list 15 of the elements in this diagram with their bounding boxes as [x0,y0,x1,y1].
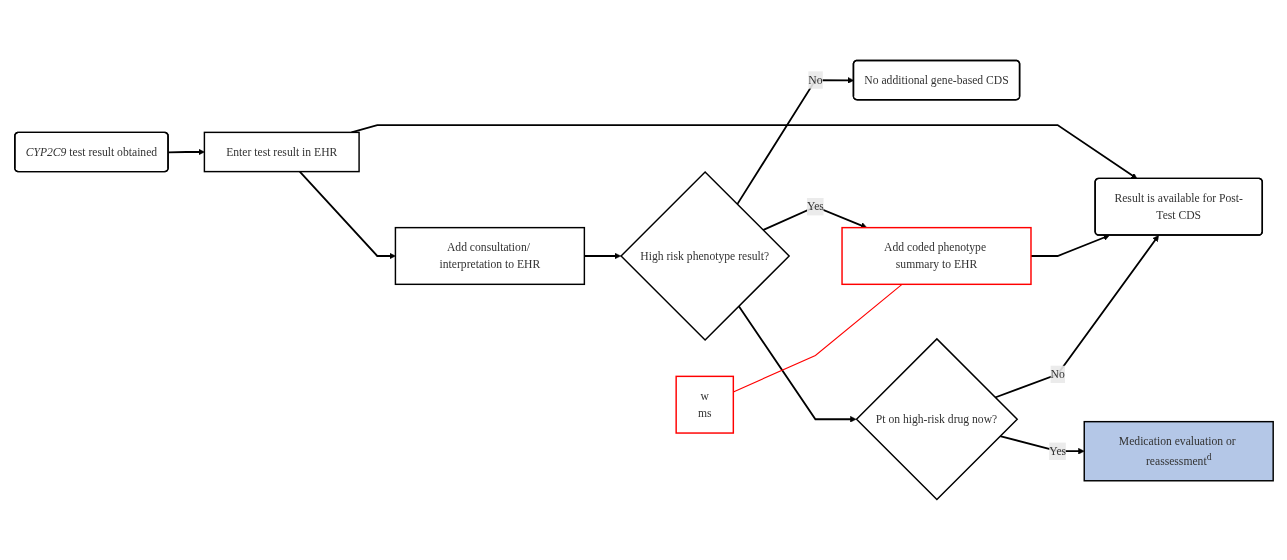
edge-label: No [1050,367,1065,381]
edge-label: No [807,73,823,86]
node-box: Enter test result in EHR [203,131,360,173]
node-box: Medication evaluation or reassessment$^{d}$ [1083,420,1274,482]
node-diamond: Pt on high-risk drug now? [855,337,1018,501]
edge-label: Yes [1048,444,1066,458]
connector [732,283,903,393]
node-box: Add consultation/ interpretation to EHR [394,226,585,286]
arrow [993,235,1159,399]
arrow [737,305,856,423]
node-box: Add coded phenotype summary to EHR [840,226,1032,286]
edge-label: Yes [806,200,824,213]
node-diamond: High risk phenotype result? [619,170,790,342]
arrow [350,124,1137,180]
node-box: w ms [674,375,734,434]
